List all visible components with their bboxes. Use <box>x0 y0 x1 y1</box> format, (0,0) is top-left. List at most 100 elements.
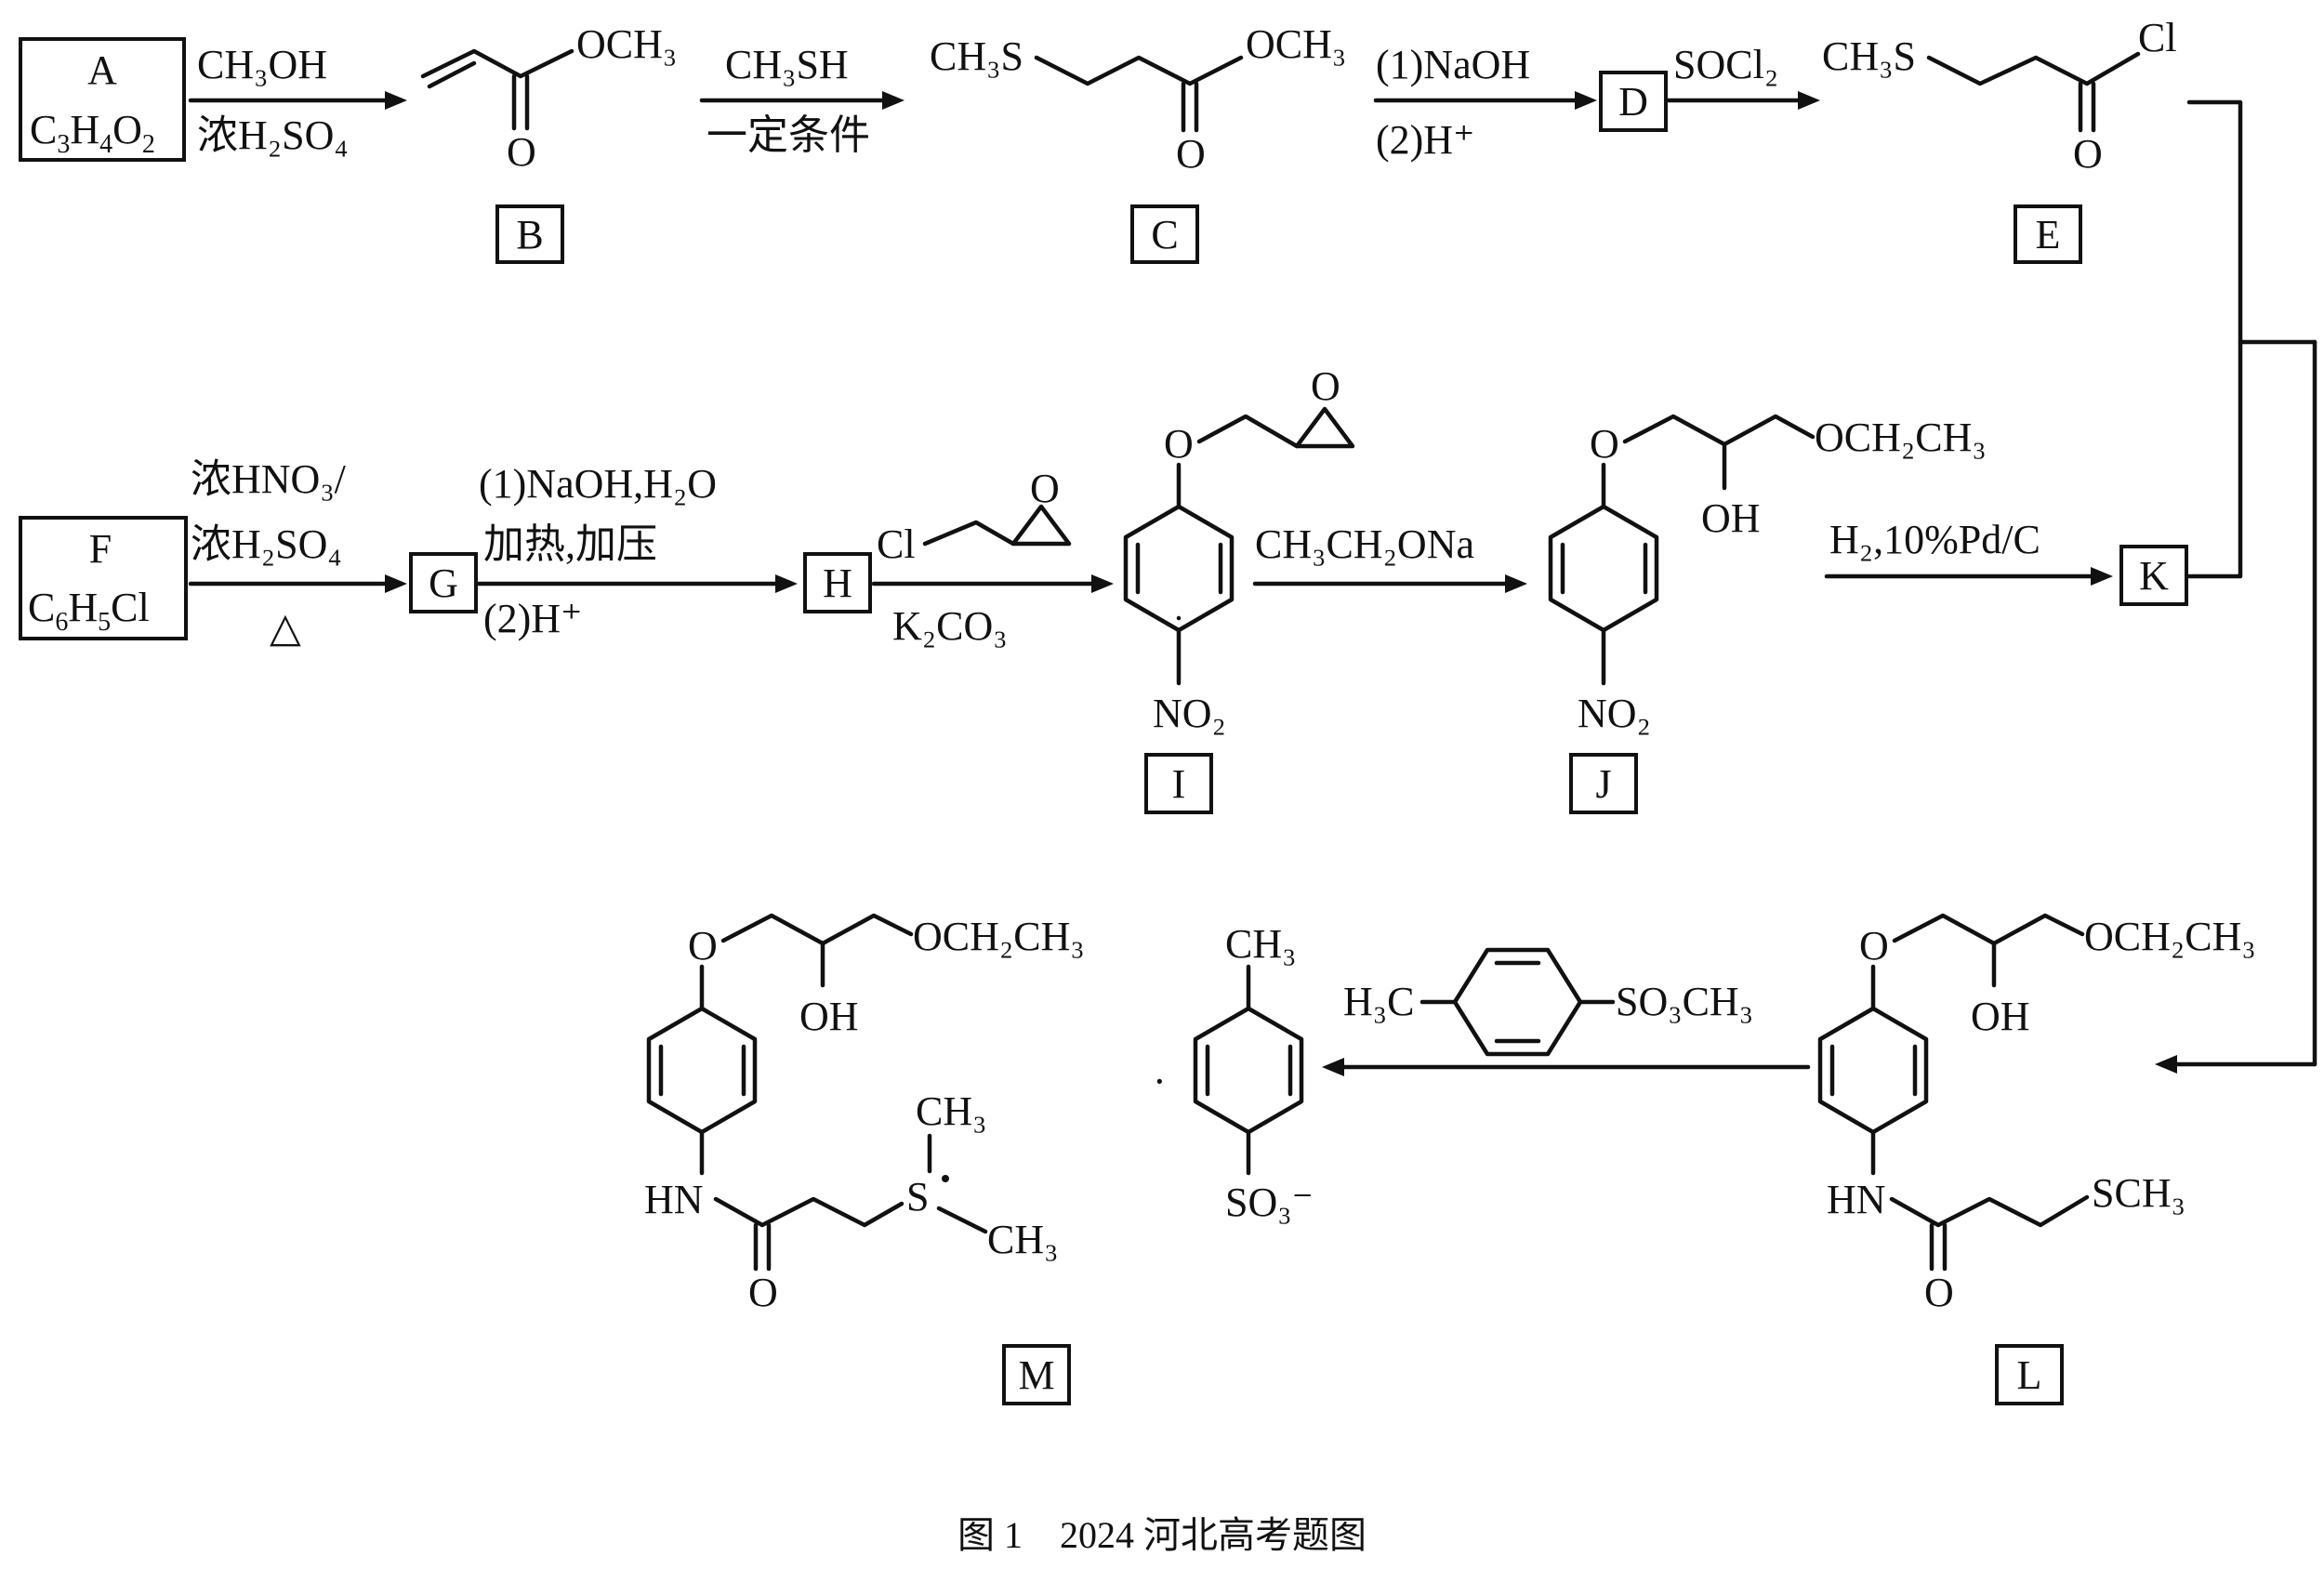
reagent-h-plus-2: (2)H⁺ <box>483 596 582 641</box>
reagent-naoh: (1)NaOH <box>1376 42 1530 87</box>
reagent-h2so4: 浓H₂SO₄ <box>197 112 349 158</box>
epichlorohydrin-cl: Cl <box>877 521 916 567</box>
compound-i-box: I <box>1144 753 1213 814</box>
tosylate-so3: SO₃⁻ <box>1225 1180 1314 1225</box>
l-oh: OH <box>1971 994 2030 1039</box>
arrow-b-to-c: CH₃SH 一定条件 <box>699 42 905 158</box>
reagent-h2so4-2: 浓H₂SO₄ <box>191 521 342 567</box>
reagent-ch3oh: CH₃OH <box>197 42 327 87</box>
arrow-c-to-d: (1)NaOH (2)H⁺ <box>1373 42 1597 163</box>
salt-dot: · <box>1153 1059 1167 1104</box>
compound-f-label: F <box>89 526 112 572</box>
b-och3-text: OCH₃ <box>576 21 677 67</box>
compound-l-box: L <box>1995 1344 2064 1405</box>
reagent-k2co3: K₂CO₃ <box>892 603 1008 649</box>
e-cl-text: Cl <box>2138 15 2177 60</box>
compound-d-box: D <box>1599 71 1668 132</box>
c-och3-text: OCH₃ <box>1246 21 1346 67</box>
arrow-f-to-g: 浓HNO₃/ 浓H₂SO₄ △ <box>188 456 407 651</box>
compound-f-formula: C6H5Cl <box>28 585 150 637</box>
tosylate-ch3: CH₃ <box>1225 921 1296 967</box>
reagent-heat: △ <box>270 605 301 651</box>
m-ether-o: O <box>688 923 718 969</box>
m-ch3-bottom: CH₃ <box>987 1217 1058 1262</box>
compound-h-box: H <box>803 552 872 613</box>
compound-i-structure: O O NO₂ <box>1123 363 1355 736</box>
j-ether-o: O <box>1590 421 1619 467</box>
i-ether-o: O <box>1164 421 1194 467</box>
j-oet: OCH₂CH₃ <box>1815 415 1987 460</box>
compound-j-box: J <box>1569 753 1638 814</box>
epichlorohydrin-o: O <box>1030 466 1060 511</box>
compound-d-label: D <box>1618 79 1648 125</box>
arrow-h-to-i: Cl O K₂CO₃ <box>871 466 1114 649</box>
compound-k-box: K <box>2119 545 2188 606</box>
arrow-i-to-j: CH₃CH₂ONa <box>1252 521 1527 593</box>
l-ether-o: O <box>1859 923 1889 969</box>
i-epoxide-o: O <box>1311 363 1340 409</box>
m-amide-o: O <box>748 1270 778 1315</box>
compound-f-box: F C6H5Cl <box>19 516 188 640</box>
compound-j-structure: O OH OCH₂CH₃ NO₂ <box>1548 414 1987 736</box>
i-no2: NO₂ <box>1153 691 1226 736</box>
compound-e-box: E <box>2014 204 2082 264</box>
compound-a-label: A <box>87 47 117 93</box>
compound-c-box: C <box>1130 204 1199 264</box>
compound-i-label: I <box>1172 761 1186 807</box>
m-hn: HN <box>644 1177 704 1222</box>
compound-m-box: M <box>1002 1344 1071 1405</box>
tosylate-anion-structure: · CH₃ SO₃⁻ <box>1153 921 1314 1225</box>
compound-l-structure: O OH OCH₂CH₃ HN O SCH₃ <box>1817 913 2256 1315</box>
compound-b-label: B <box>516 212 543 257</box>
arrow-g-to-h: (1)NaOH,H₂O 加热,加压 (2)H⁺ <box>476 461 798 641</box>
compound-m-structure: O OH OCH₂CH₃ HN O S CH₃ CH₃ <box>644 913 1085 1315</box>
compound-l-label: L <box>2017 1352 2042 1398</box>
reagent-naoet: CH₃CH₂ONa <box>1255 521 1474 567</box>
reagent-socl2: SOCl₂ <box>1673 42 1778 87</box>
compound-m-label: M <box>1018 1352 1054 1398</box>
j-oh: OH <box>1701 495 1761 541</box>
reagent-h-plus: (2)H⁺ <box>1376 117 1474 163</box>
l-amide-o: O <box>1924 1270 1954 1315</box>
compound-b-box: B <box>495 204 564 264</box>
reagent-h2-pdc: H₂,10%Pd/C <box>1829 517 2040 562</box>
reagent-condition: 一定条件 <box>706 112 870 158</box>
compound-k-label: K <box>2139 553 2169 599</box>
compound-c-structure: CH₃S OCH₃ O <box>930 21 1346 177</box>
arrow-l-to-m: H₃C SO₃CH₃ <box>1322 947 1811 1076</box>
c-carbonyl-o: O <box>1176 131 1206 177</box>
reagent-naoh-h2o: (1)NaOH,H₂O <box>479 461 717 507</box>
compound-e-label: E <box>2036 212 2061 257</box>
connector-e-k-bracket <box>2155 99 2317 1074</box>
m-sulfonium-s: S <box>906 1174 929 1219</box>
l-hn: HN <box>1827 1177 1886 1222</box>
reagent-hno3: 浓HNO₃/ <box>191 456 347 502</box>
compound-j-label: J <box>1595 761 1611 807</box>
compound-g-label: G <box>429 560 458 606</box>
m-oh: OH <box>799 994 859 1039</box>
c-ch3s-text: CH₃S <box>930 33 1023 79</box>
compound-h-label: H <box>823 560 852 606</box>
arrow-a-to-b: CH₃OH 浓H₂SO₄ <box>188 42 407 158</box>
l-sch3: SCH₃ <box>2092 1170 2185 1216</box>
figure-caption: 图 1 2024 河北高考题图 <box>957 1514 1367 1556</box>
compound-g-box: G <box>409 552 478 613</box>
methyl-tosylate-h3c: H₃C <box>1343 979 1414 1024</box>
m-oet: OCH₂CH₃ <box>913 914 1085 959</box>
b-carbonyl-o: O <box>507 129 536 175</box>
compound-e-structure: CH₃S Cl O <box>1822 15 2177 177</box>
l-oet: OCH₂CH₃ <box>2084 914 2256 959</box>
reagent-heat-pressure: 加热,加压 <box>483 521 657 567</box>
m-ch3-top: CH₃ <box>916 1088 986 1134</box>
methyl-tosylate-so3ch3: SO₃CH₃ <box>1616 979 1753 1024</box>
j-no2: NO₂ <box>1578 691 1651 736</box>
compound-a-box: A C3H4O2 <box>19 37 186 162</box>
e-carbonyl-o: O <box>2073 131 2103 177</box>
compound-a-formula: C3H4O2 <box>30 107 155 159</box>
compound-b-structure: OCH₃ O <box>420 21 677 175</box>
arrow-j-to-k: H₂,10%Pd/C <box>1824 517 2113 586</box>
e-ch3s-text: CH₃S <box>1822 33 1916 79</box>
reagent-ch3sh: CH₃SH <box>725 42 849 87</box>
arrow-d-to-e: SOCl₂ <box>1666 42 1820 110</box>
